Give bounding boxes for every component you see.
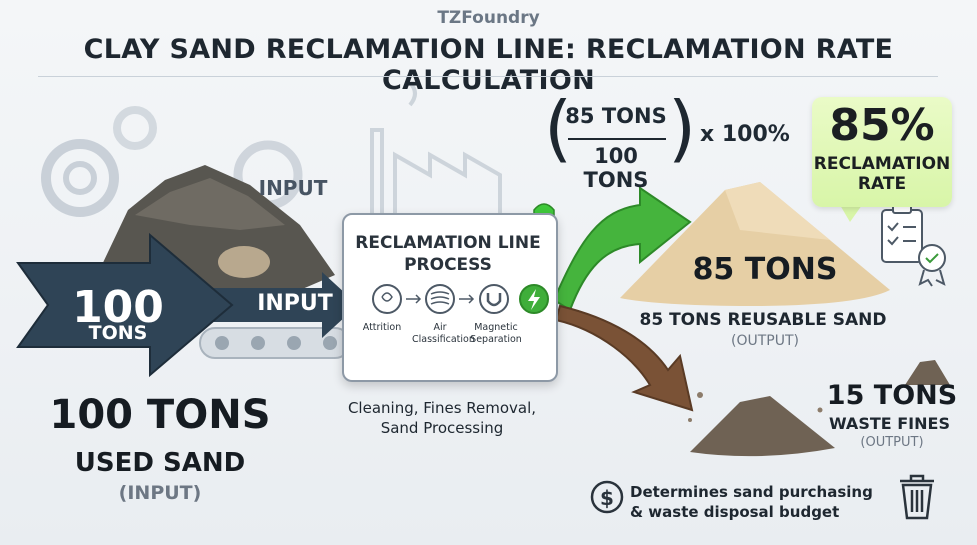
rate-box (812, 97, 952, 207)
output-tag: (OUTPUT) (731, 333, 799, 349)
factory-icon (370, 81, 502, 213)
output-arrow (552, 186, 692, 312)
used-sand-name: USED SAND (74, 448, 246, 478)
waste-qty: 15 TONS (826, 380, 958, 411)
award-medal-icon (918, 244, 946, 287)
step-label-air-classification: Air Classification (412, 322, 475, 345)
input-arrow-qty: 100 (72, 282, 164, 333)
attrition-icon (372, 284, 402, 314)
rate-value: 85% (829, 100, 935, 151)
formula-multiplier: x 100% (700, 122, 790, 147)
rate-box-tail (840, 205, 862, 222)
formula-right-paren: ) (668, 86, 697, 170)
waste-tag: (OUTPUT) (860, 435, 924, 450)
brand-name: TZFoundry (437, 8, 540, 28)
rate-label-line2: RATE (857, 174, 907, 194)
clipboard-checklist-icon (881, 204, 923, 263)
waste-fines-pile (688, 392, 835, 457)
step-arrow-icon (406, 294, 422, 304)
formula-left-paren: ( (544, 86, 573, 170)
page-title: CLAY SAND RECLAMATION LINE: RECLAMATION … (83, 34, 894, 96)
output-qty: 85 TONS (692, 252, 838, 287)
input-arrow-unit: TONS (88, 322, 148, 344)
output-desc: 85 TONS REUSABLE SAND (639, 310, 887, 330)
input-arrow (16, 232, 234, 378)
budget-line1: Determines sand purchasing (630, 483, 873, 501)
gear-icon (41, 139, 119, 217)
dollar-coin-icon: $ (590, 480, 624, 514)
process-caption-line1: Cleaning, Fines Removal, (347, 399, 537, 417)
waste-pile-icon (905, 360, 950, 385)
step-label-magnetic-separation: Magnetic Separation (470, 322, 522, 345)
rate-label: RECLAMATION RATE (812, 154, 952, 194)
process-caption: Cleaning, Fines Removal, Sand Processing (322, 398, 562, 438)
power-lightning-icon (519, 284, 549, 314)
used-sand-qty: 100 TONS (49, 392, 271, 438)
conveyor-input-arrow (188, 272, 358, 338)
step-arrow-icon (459, 294, 475, 304)
magnetic-separation-icon (479, 284, 509, 314)
waste-name: WASTE FINES (829, 414, 950, 433)
gear-icon (113, 106, 157, 150)
budget-line2: & waste disposal budget (630, 503, 840, 521)
waste-arrow (554, 304, 694, 412)
trash-bin-icon (900, 474, 934, 520)
formula-fraction-bar (568, 138, 666, 140)
budget-note: Determines sand purchasing & waste dispo… (630, 482, 905, 522)
conveyor-input-label: INPUT (257, 291, 333, 316)
process-title: RECLAMATION LINE PROCESS (355, 233, 541, 275)
svg-text:$: $ (600, 486, 614, 510)
used-sand-tag: (INPUT) (118, 482, 202, 504)
formula-denominator: 100 TONS (583, 144, 649, 192)
rate-label-line1: RECLAMATION (813, 154, 951, 174)
formula-numerator: 85 TONS (565, 104, 667, 128)
air-classification-icon (425, 284, 455, 314)
title-divider (38, 76, 938, 77)
input-top-label: INPUT (258, 176, 328, 200)
process-steps-graphic (372, 284, 549, 314)
reusable-sand-pile (620, 182, 890, 306)
step-label-attrition: Attrition (362, 322, 402, 333)
process-caption-line2: Sand Processing (380, 419, 504, 437)
conveyor-belt (199, 327, 351, 359)
